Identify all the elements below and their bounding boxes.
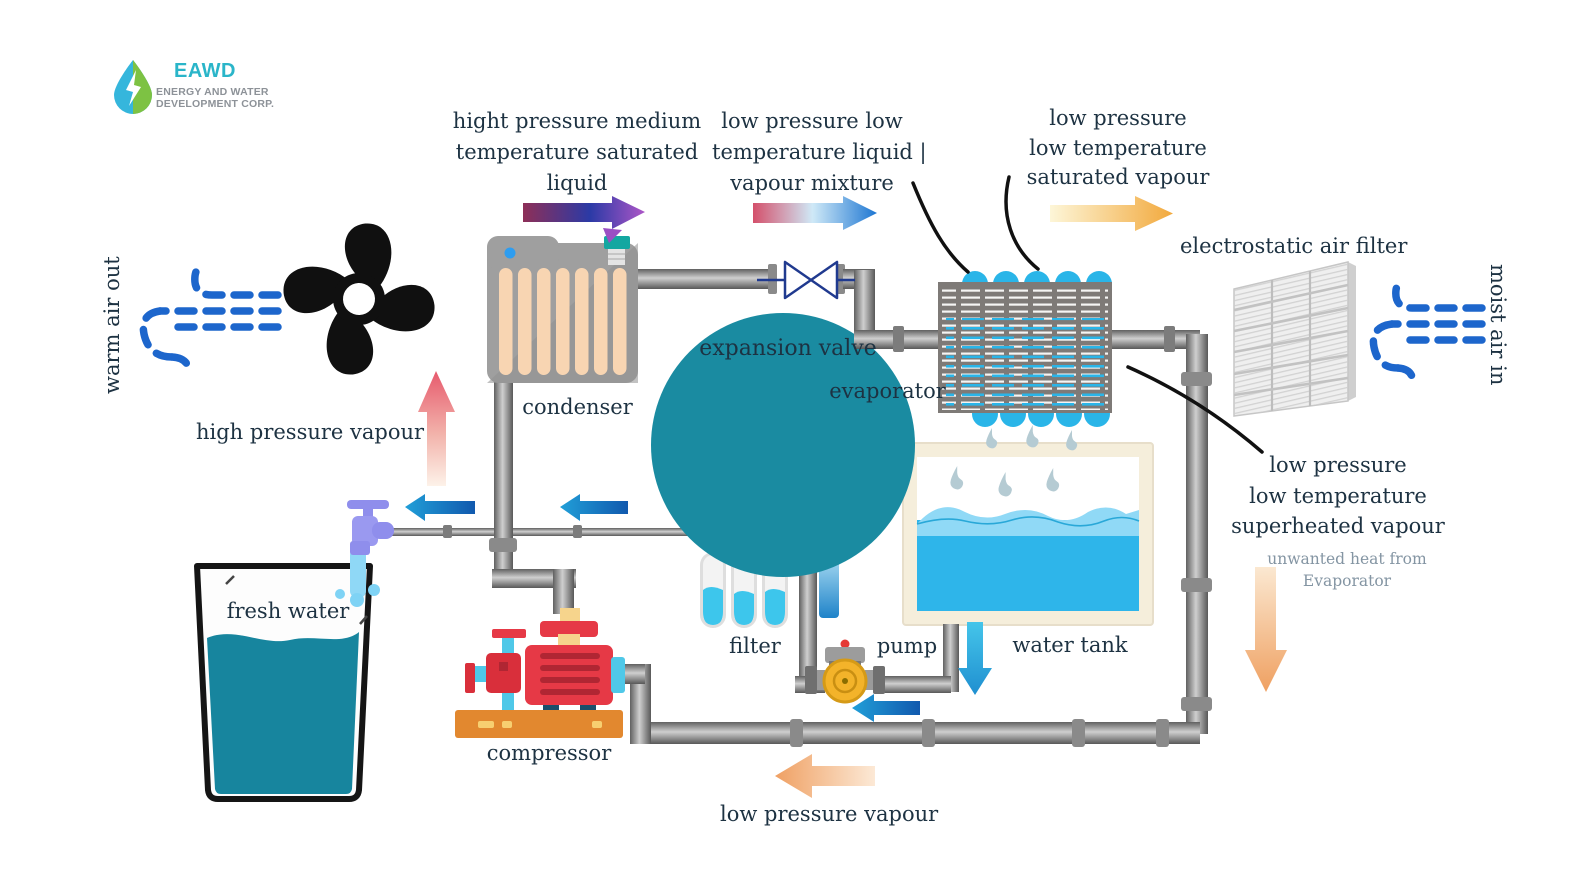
label-filter: filter xyxy=(729,634,781,658)
label-hp-medium: hight pressure medium temperature satura… xyxy=(452,106,702,199)
evaporator-graphic xyxy=(938,271,1112,427)
brand-block: EAWD ENERGY AND WATER DEVELOPMENT CORP. xyxy=(108,56,338,126)
label-line: low pressure xyxy=(1269,453,1407,477)
brand-tagline: ENERGY AND WATER DEVELOPMENT CORP. xyxy=(156,86,274,110)
condenser-graphic xyxy=(487,236,638,383)
brand-logo-droplet-icon xyxy=(114,60,152,114)
state-arrows xyxy=(405,196,1287,798)
label-high-pressure-vapour: high pressure vapour xyxy=(196,420,425,444)
label-line: low pressure low xyxy=(721,109,903,133)
label-fresh-water: fresh water xyxy=(226,599,350,623)
label-line: low temperature xyxy=(1249,483,1427,508)
expansion-valve-circle xyxy=(651,313,915,577)
refrigerant-pipes xyxy=(489,264,1212,747)
arrow-high-pressure-vapour xyxy=(418,371,455,486)
compressor-graphic xyxy=(455,608,625,738)
pointer-curves xyxy=(911,175,1264,454)
fan-icon xyxy=(276,216,442,382)
pump-graphic xyxy=(805,639,885,704)
label-line: superheated vapour xyxy=(1231,514,1445,538)
arrow-flow-left-1 xyxy=(405,494,475,521)
label-line: hight pressure medium xyxy=(452,109,702,133)
label-compressor: compressor xyxy=(486,741,612,765)
arrow-hp-medium-tip xyxy=(603,228,622,243)
label-line: low temperature xyxy=(1029,135,1207,160)
label-line: vapour mixture xyxy=(730,171,894,195)
label-electrostatic-air-filter: electrostatic air filter xyxy=(1180,234,1408,258)
brand-tagline-line1: ENERGY AND WATER xyxy=(156,86,269,98)
brand-tagline-line2: DEVELOPMENT CORP. xyxy=(156,98,275,110)
label-pump: pump xyxy=(876,634,938,658)
air-filter-graphic xyxy=(1233,261,1356,417)
label-line: temperature saturated xyxy=(455,140,699,164)
valve-symbol xyxy=(757,260,855,300)
arrow-flow-down-tank xyxy=(958,622,992,695)
label-lp-superheated: low pressure low temperature superheated… xyxy=(1222,450,1454,542)
label-lp-saturated: low pressure low temperature saturated v… xyxy=(1018,104,1218,193)
arrow-lp-mixture xyxy=(753,196,877,230)
label-line: unwanted heat from xyxy=(1267,550,1427,568)
label-water-tank: water tank xyxy=(1012,633,1128,657)
pump-riser-pipe xyxy=(799,572,817,684)
label-line: Evaporator xyxy=(1302,572,1392,590)
arrow-flow-left-3 xyxy=(852,694,920,722)
label-unwanted-heat: unwanted heat from Evaporator xyxy=(1247,548,1447,592)
label-moist-air-in: moist air in xyxy=(1486,264,1510,386)
label-line: saturated vapour xyxy=(1026,165,1210,189)
arrow-unwanted-heat xyxy=(1245,567,1287,692)
fresh-water-line-pipe xyxy=(388,525,704,538)
condensate-flow-bar xyxy=(819,556,839,618)
label-warm-air-out: warm air out xyxy=(100,256,124,394)
label-evaporator: evaporator xyxy=(829,379,946,403)
faucet-graphic xyxy=(335,500,394,607)
label-line: liquid xyxy=(546,171,608,195)
moist-air-in-arrows xyxy=(1369,275,1486,385)
label-low-pressure-vapour: low pressure vapour xyxy=(720,802,939,826)
water-tank-graphic xyxy=(902,442,1154,626)
brand-name: EAWD xyxy=(174,60,236,82)
arrow-low-pressure-vapour xyxy=(775,754,875,798)
label-condenser: condenser xyxy=(522,395,633,419)
label-line: temperature liquid | xyxy=(712,140,927,164)
label-lp-mixture: low pressure low temperature liquid | va… xyxy=(712,106,927,199)
warm-air-out-arrows xyxy=(139,260,282,375)
arrow-lp-saturated xyxy=(1050,196,1173,231)
arrow-flow-left-2 xyxy=(560,494,628,521)
label-line: low pressure xyxy=(1049,106,1187,130)
arrow-hp-medium xyxy=(523,196,645,229)
fresh-water-glass xyxy=(194,563,373,802)
label-expansion-valve: expansion valve xyxy=(699,336,877,361)
